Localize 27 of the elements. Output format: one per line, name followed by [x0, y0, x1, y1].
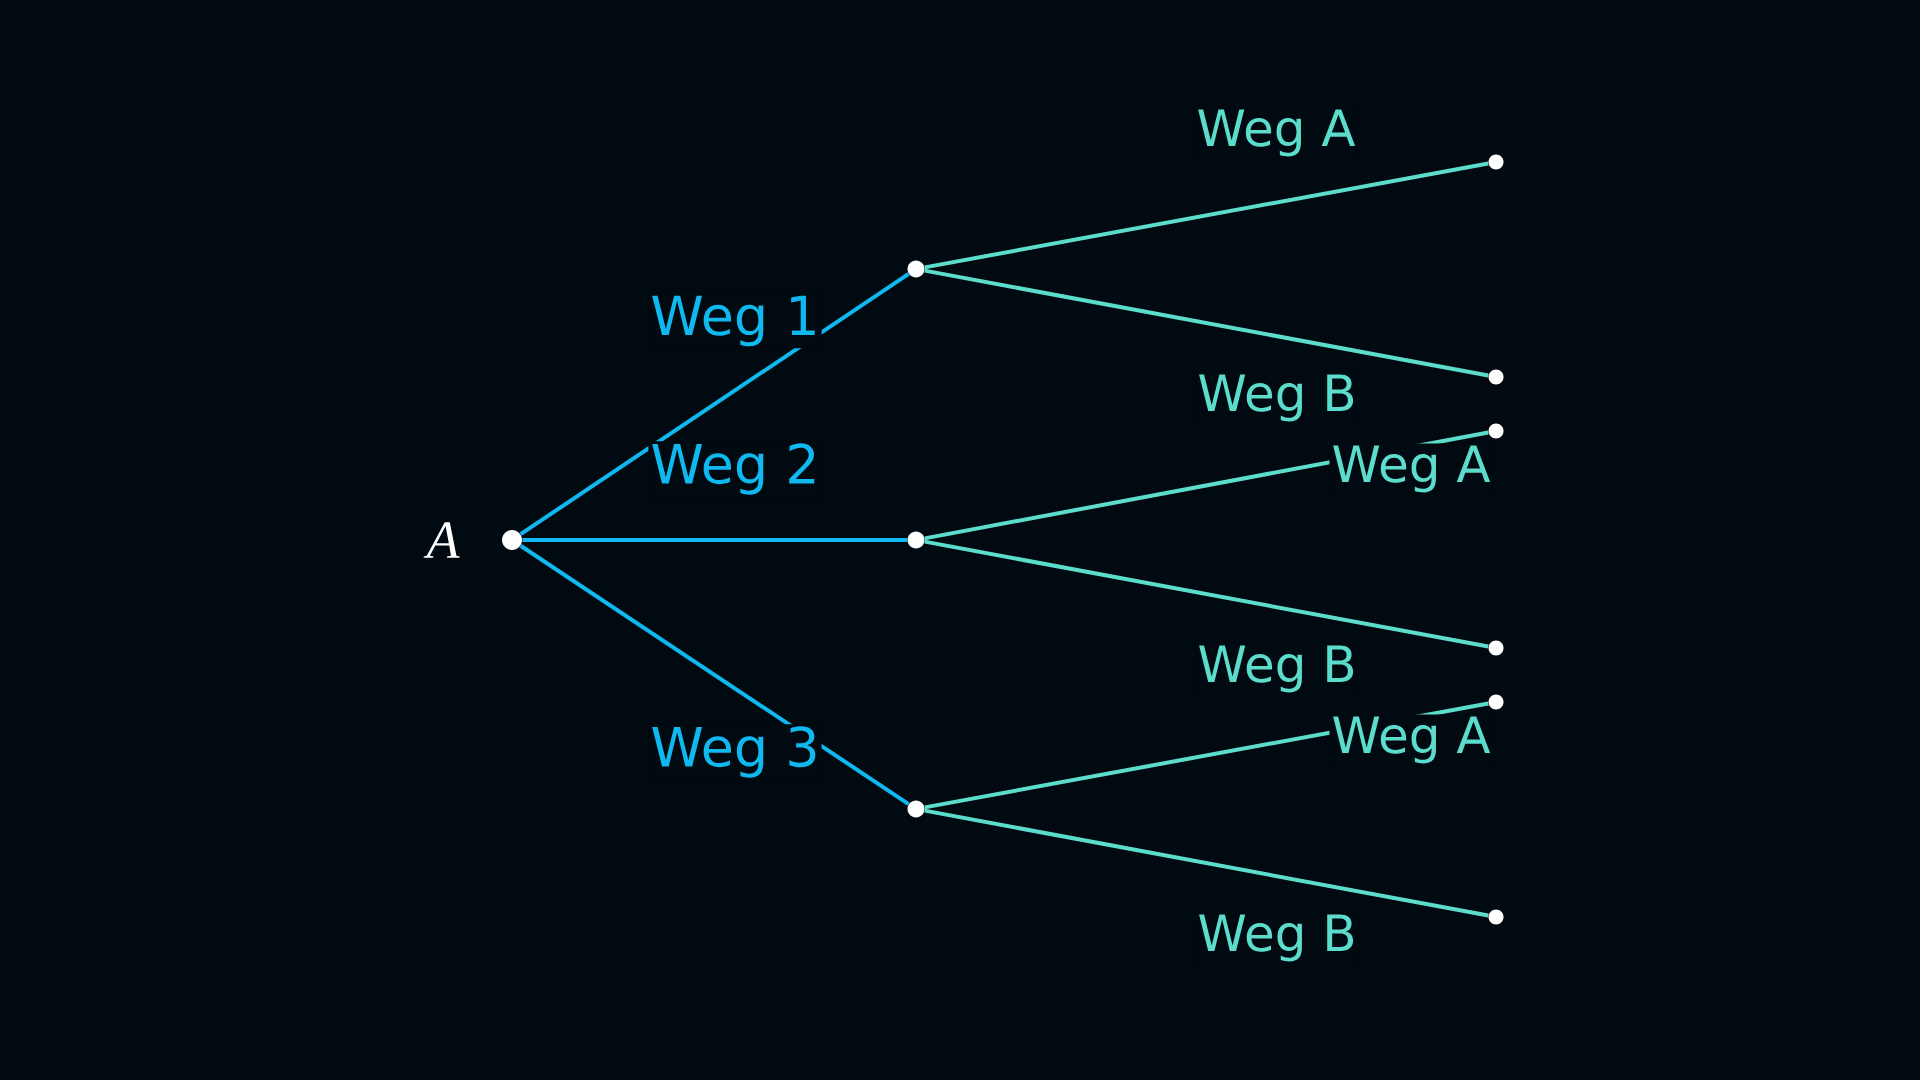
node-dot	[1488, 154, 1504, 170]
edge-label: Weg A	[1329, 443, 1493, 495]
branch-line	[924, 161, 1489, 270]
edge-label: Weg 3	[648, 724, 822, 780]
edge-label: Weg 1	[648, 293, 822, 349]
node-dot	[907, 531, 925, 549]
edge-label: Weg B	[1195, 643, 1359, 695]
branch-line	[522, 538, 908, 542]
edge-label: Weg A	[1194, 107, 1358, 159]
node-dot	[1488, 694, 1504, 710]
edge-label: Weg B	[1195, 372, 1359, 424]
point-label: A	[423, 522, 460, 558]
node-dot	[1488, 423, 1504, 439]
node-dot	[1488, 640, 1504, 656]
node-dot	[907, 260, 925, 278]
branch-line	[519, 544, 910, 806]
branch-line	[924, 539, 1489, 649]
node-dot	[1488, 909, 1504, 925]
node-dot	[1488, 369, 1504, 385]
edge-label: Weg B	[1195, 912, 1359, 964]
branch-line	[924, 808, 1489, 918]
edge-label: Weg A	[1329, 714, 1493, 766]
branch-line	[519, 272, 910, 536]
branch-line	[924, 268, 1489, 378]
node-dot	[907, 800, 925, 818]
node-dot	[502, 530, 522, 550]
edge-label: Weg 2	[648, 441, 822, 497]
